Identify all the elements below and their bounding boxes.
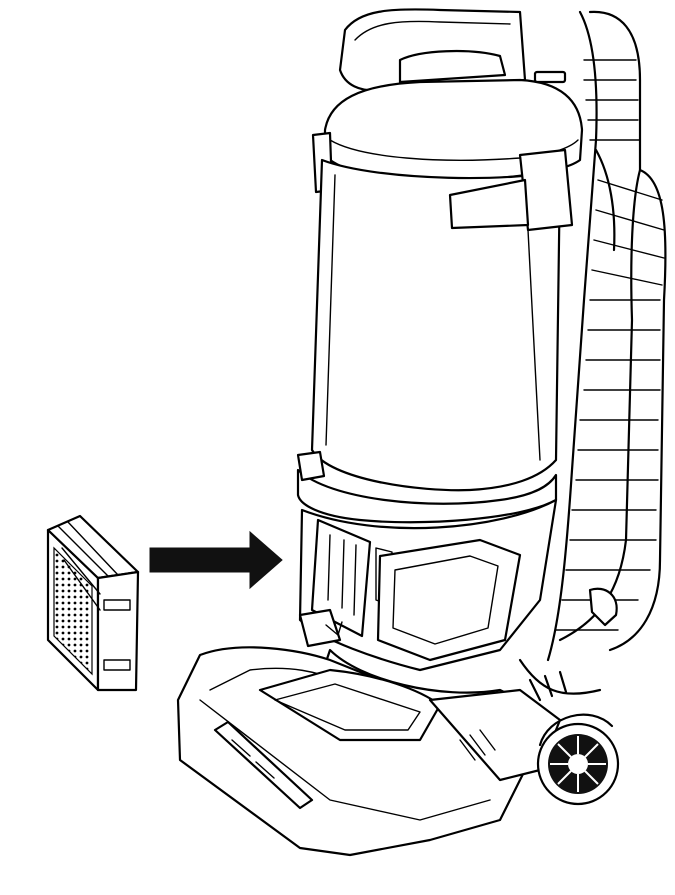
upright-vacuum-icon bbox=[176, 8, 667, 857]
insert-direction-arrow-icon bbox=[149, 530, 283, 590]
filter-cartridge-icon bbox=[46, 514, 140, 692]
wheel bbox=[536, 713, 620, 806]
